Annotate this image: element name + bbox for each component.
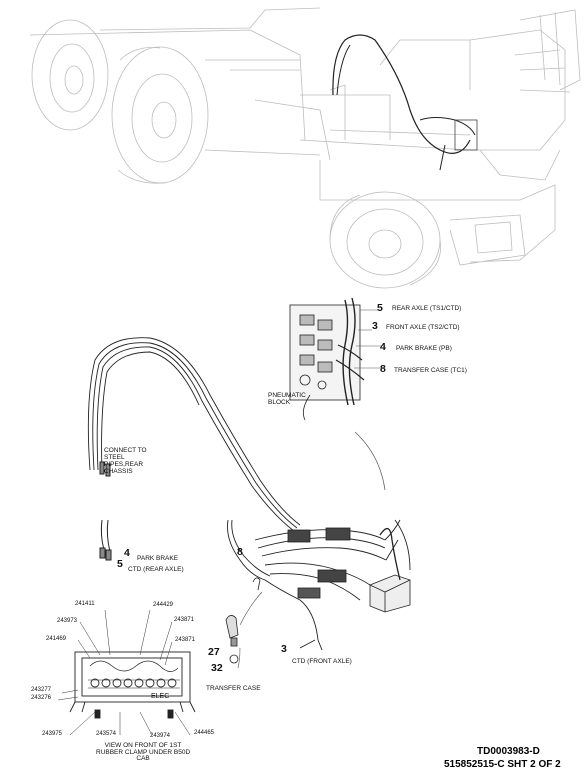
clamp-view-caption: VIEW ON FRONT OF 1ST RUBBER CLAMP UNDER … <box>96 742 191 762</box>
part-243974: 243974 <box>150 733 171 739</box>
transfer-case-fitting <box>225 577 261 664</box>
part-243574: 243574 <box>96 731 117 737</box>
park-brake-lower-label: PARK BRAKE <box>137 555 179 562</box>
front-axle-number: 3 <box>372 320 378 332</box>
part-244429: 244429 <box>153 602 174 608</box>
cab-lines <box>519 9 581 91</box>
pneumatic-block <box>289 297 365 421</box>
machine-block <box>454 119 478 151</box>
ctd-rear-number: 5 <box>117 558 123 570</box>
rear-axle-label: REAR AXLE (TS1/CTD) <box>392 305 462 312</box>
transfer-case-label: TRANSFER CASE (TC1) <box>394 367 467 374</box>
central-blocks <box>287 527 351 599</box>
front-wheel <box>329 191 442 289</box>
part-243871-b: 243871 <box>175 637 196 643</box>
drawing-id: TD0003983-D <box>477 746 540 757</box>
clamp-leader-lines <box>57 609 191 736</box>
callout-line-rear <box>354 309 382 369</box>
chassis-lines <box>29 7 571 266</box>
part-243975: 243975 <box>42 731 63 737</box>
long-hose-bundle <box>87 337 301 532</box>
machine-outline <box>29 7 581 289</box>
sheet-number: 515852515-C SHT 2 OF 2 <box>444 759 561 770</box>
park-brake-lower-number: 4 <box>124 547 130 559</box>
rear-wheel-2 <box>111 46 209 184</box>
park-brake-label: PARK BRAKE (PB) <box>396 345 452 352</box>
rear-wheel-1 <box>31 19 109 131</box>
front-axle-label: FRONT AXLE (TS2/CTD) <box>386 324 460 331</box>
machine-hose-2 <box>336 44 476 171</box>
right-valve-box <box>369 528 411 613</box>
transfer-case-27: 27 <box>208 646 220 658</box>
transfer-case-number: 8 <box>380 363 386 375</box>
part-244465: 244465 <box>194 730 215 736</box>
machine-hose <box>332 34 471 154</box>
pneumatic-block-label: PNEUMATIC BLOCK <box>268 392 306 407</box>
transfer-case-lower-label: TRANSFER CASE <box>206 685 261 692</box>
part-243277: 243277 <box>31 687 52 693</box>
rear-axle-number: 5 <box>377 302 383 314</box>
ctd-rear-label: CTD (REAR AXLE) <box>128 566 184 573</box>
elec-label: ELEC <box>151 693 170 700</box>
park-brake-number: 4 <box>380 341 386 353</box>
callout-line-block <box>354 431 386 491</box>
center-number-8: 8 <box>237 546 243 558</box>
part-241411: 241411 <box>75 601 95 607</box>
part-241469: 241469 <box>46 636 67 642</box>
transfer-case-32: 32 <box>211 662 223 674</box>
ctd-front-number: 3 <box>281 643 287 655</box>
part-243276: 243276 <box>31 695 52 701</box>
ctd-front-label: CTD (FRONT AXLE) <box>292 658 352 665</box>
left-hose-ends <box>99 461 112 561</box>
clamp-view <box>69 651 196 719</box>
part-243871-a: 243871 <box>174 617 195 623</box>
part-243973: 243973 <box>57 618 78 624</box>
callout-line-tc <box>237 591 263 669</box>
connect-note: CONNECT TO STEEL PIPES,REAR CHASSIS <box>104 447 147 476</box>
